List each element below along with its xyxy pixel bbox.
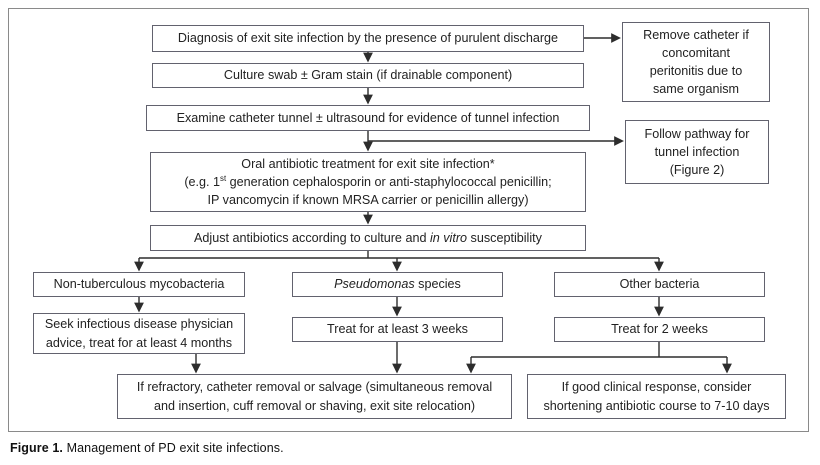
box-remove-catheter: Remove catheter if concomitant peritonit… xyxy=(622,22,770,102)
box-text-line: Treat for 2 weeks xyxy=(611,322,708,337)
box-good-response: If good clinical response, consider shor… xyxy=(527,374,786,419)
box-text-line: (e.g. 1st generation cephalosporin or an… xyxy=(184,173,551,191)
italic-pseudomonas: Pseudomonas xyxy=(334,277,415,292)
box-text-line: Examine catheter tunnel ± ultrasound for… xyxy=(176,110,560,125)
box-text-line: same organism xyxy=(652,82,740,97)
box-refractory-removal: If refractory, catheter removal or salva… xyxy=(117,374,512,419)
box-text-line: Diagnosis of exit site infection by the … xyxy=(177,31,559,46)
box-text-segment: Adjust antibiotics according to culture … xyxy=(194,230,430,245)
box-text-line: Seek infectious disease physician xyxy=(44,317,234,332)
box-text-line: Adjust antibiotics according to culture … xyxy=(194,229,542,247)
box-text-line: Pseudomonas species xyxy=(334,275,461,293)
box-text-segment: (e.g. 1 xyxy=(184,174,221,189)
box-culture-swab: Culture swab ± Gram stain (if drainable … xyxy=(152,63,584,88)
box-text-segment: generation cephalosporin or anti-staphyl… xyxy=(226,174,552,189)
box-text-line: IP vancomycin if known MRSA carrier or p… xyxy=(207,193,529,208)
figure-frame xyxy=(8,8,809,432)
box-text-line: Other bacteria xyxy=(619,277,700,292)
box-text-line: Remove catheter if xyxy=(643,27,749,42)
box-text-line: Culture swab ± Gram stain (if drainable … xyxy=(223,68,513,83)
box-treat-3-weeks: Treat for at least 3 weeks xyxy=(292,317,503,342)
box-text-line: concomitant xyxy=(662,45,730,60)
box-text-line: advice, treat for at least 4 months xyxy=(45,335,233,350)
box-text-segment: species xyxy=(414,277,461,292)
box-text-line: If refractory, catheter removal or salva… xyxy=(136,380,493,395)
box-oral-antibiotic: Oral antibiotic treatment for exit site … xyxy=(150,152,586,212)
box-text-line: (Figure 2) xyxy=(669,163,725,178)
box-examine-tunnel: Examine catheter tunnel ± ultrasound for… xyxy=(146,105,590,131)
box-non-tuberculous-mycobacteria: Non-tuberculous mycobacteria xyxy=(33,272,245,297)
figure-caption-text: Management of PD exit site infections. xyxy=(63,441,284,455)
figure-caption: Figure 1. Management of PD exit site inf… xyxy=(10,441,284,455)
box-text-line: Non-tuberculous mycobacteria xyxy=(53,277,225,292)
box-text-line: tunnel infection xyxy=(654,144,740,159)
box-text-segment: susceptibility xyxy=(467,230,542,245)
box-text-line: Oral antibiotic treatment for exit site … xyxy=(241,156,495,171)
box-text-line: Follow pathway for xyxy=(644,126,750,141)
box-treat-2-weeks: Treat for 2 weeks xyxy=(554,317,765,342)
box-text-line: peritonitis due to xyxy=(649,64,743,78)
box-follow-pathway: Follow pathway for tunnel infection (Fig… xyxy=(625,120,769,184)
box-adjust-antibiotics: Adjust antibiotics according to culture … xyxy=(150,225,586,251)
superscript-st: st xyxy=(220,173,227,183)
box-seek-infectious-disease: Seek infectious disease physician advice… xyxy=(33,313,245,354)
italic-in-vitro: in vitro xyxy=(429,230,468,245)
figure-caption-label: Figure 1. xyxy=(10,441,63,455)
box-text-line: Treat for at least 3 weeks xyxy=(327,322,468,337)
box-other-bacteria: Other bacteria xyxy=(554,272,765,297)
box-text-line: and insertion, cuff removal or shaving, … xyxy=(153,398,476,413)
box-diagnosis: Diagnosis of exit site infection by the … xyxy=(152,25,584,52)
box-text-line: If good clinical response, consider xyxy=(561,380,752,395)
box-text-line: shortening antibiotic course to 7-10 day… xyxy=(543,398,770,413)
box-pseudomonas-species: Pseudomonas species xyxy=(292,272,503,297)
